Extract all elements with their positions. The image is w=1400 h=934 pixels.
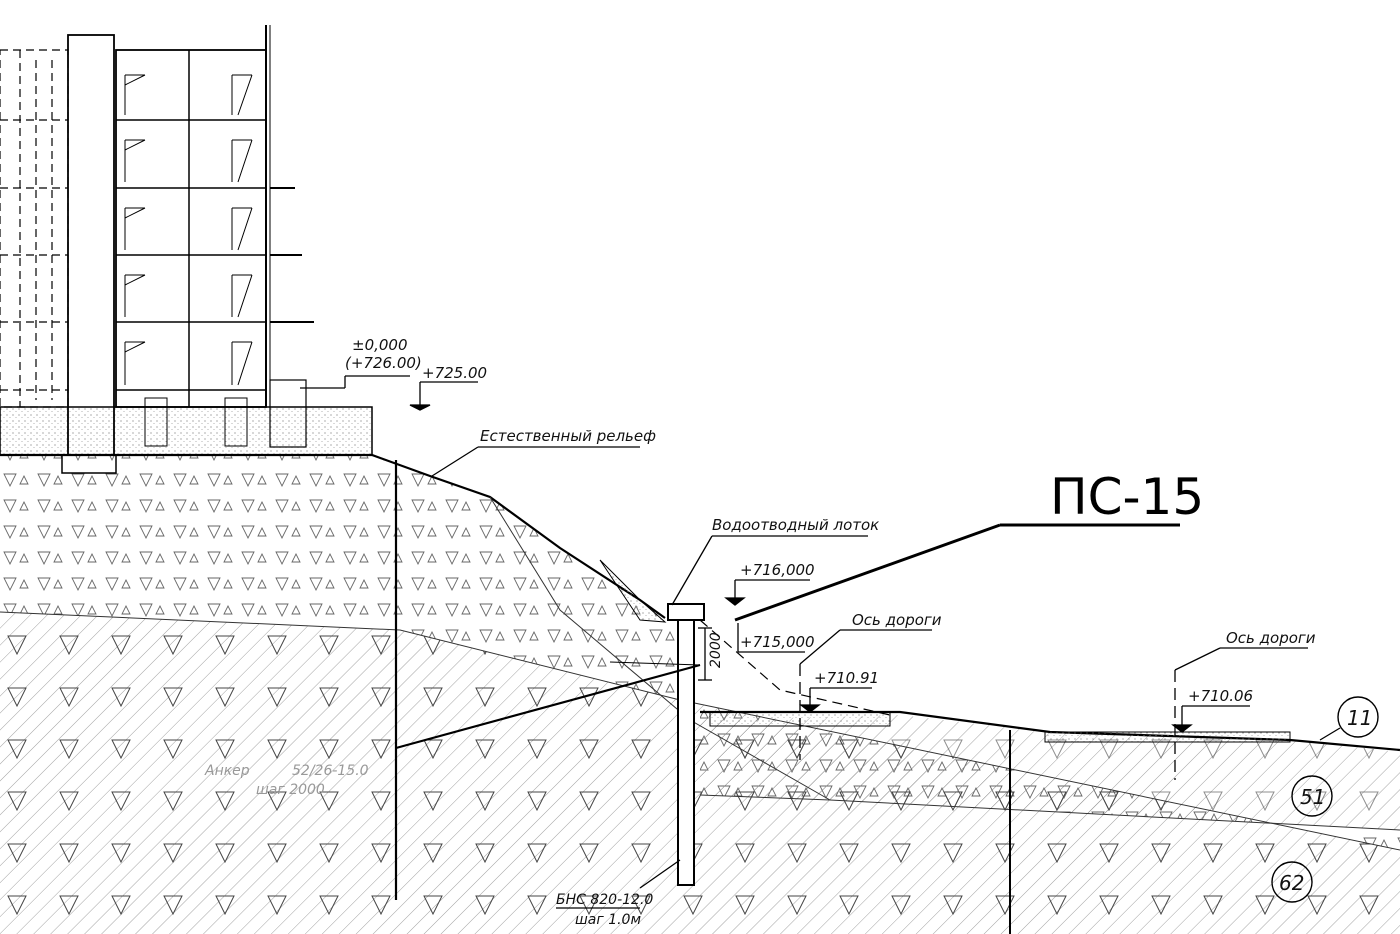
wall-label-leader [734, 523, 1001, 622]
layer-51-circle [1291, 775, 1333, 817]
zero-abs-label: (+726.00) [345, 354, 422, 372]
ground-top-label: +725.00 [422, 364, 487, 382]
soil-layer-51 [0, 455, 1400, 850]
retaining-pile [677, 619, 695, 886]
anchor-line [395, 663, 701, 750]
layer-62-label: 62 [1279, 871, 1304, 895]
layer-11-label: 11 [1347, 706, 1372, 730]
pile-step-label: шаг 1.0м [575, 912, 641, 928]
layer-11-circle [1337, 696, 1379, 738]
slope-boundary [489, 496, 831, 801]
wall-name-label: ПС-15 [1050, 468, 1204, 526]
leaders [300, 375, 1341, 909]
layer-62-circle [1271, 861, 1313, 903]
mark-716-label: +716,000 [740, 561, 815, 579]
drain-tray [667, 603, 705, 621]
anchor-label-1: Анкер [204, 763, 250, 779]
zero-level-label: ±0,000 [352, 336, 408, 354]
building [0, 25, 314, 474]
anchor-label-2: 52/26-15.0 [292, 763, 369, 779]
mark-710-91-label: +710.91 [814, 669, 879, 687]
anchor-dim [609, 661, 701, 666]
natural-relief-label: Естественный рельеф [480, 427, 656, 445]
road-axis-2-label: Ось дороги [1226, 629, 1316, 647]
road-base-2 [1044, 731, 1291, 743]
dim-2000-label: 2000 [708, 632, 724, 668]
anchor-step-label: шаг 2000 [256, 782, 325, 798]
mark-710-06-label: +710.06 [1188, 687, 1253, 705]
layer-boundary-1 [0, 611, 1400, 851]
layer-51-label: 51 [1300, 785, 1325, 809]
drain-tray-label: Водоотводный лоток [712, 516, 879, 534]
drain-backfill [599, 559, 667, 623]
foundation-slab [0, 406, 373, 456]
pile-type-label: БНС 820-12.0 [556, 892, 653, 908]
design-slope-line [699, 619, 891, 716]
road-axis-1-label: Ось дороги [852, 611, 942, 629]
mark-715-label: +715,000 [740, 633, 815, 651]
